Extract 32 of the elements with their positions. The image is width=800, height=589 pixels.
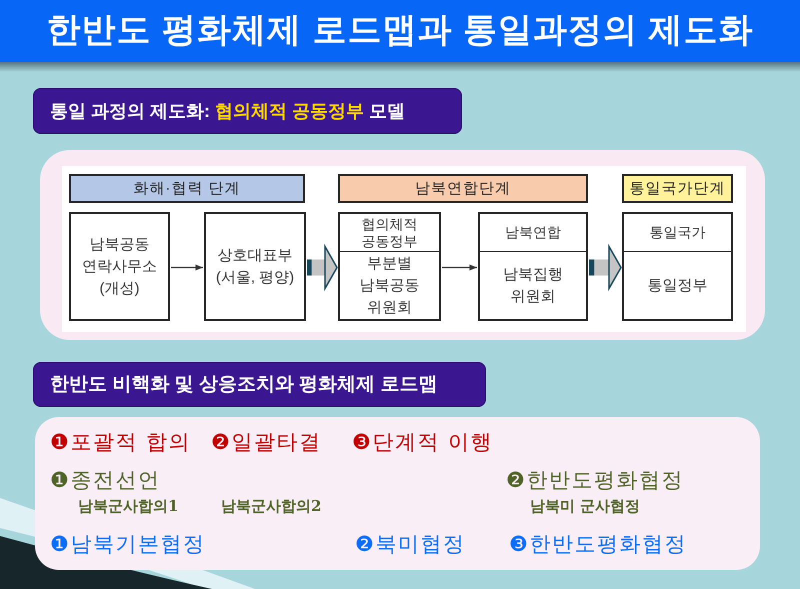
box-heading: 협의체적 공동정부 [360, 214, 418, 250]
numbered-item: ❶종전선언 [50, 467, 160, 493]
sub-item: 남북미 군사협정 [530, 497, 640, 516]
numbered-item: ❸한반도평화협정 [509, 531, 687, 557]
arrow [442, 264, 477, 270]
block-arrow [307, 246, 338, 290]
stage-header: 통일국가단계 [622, 174, 733, 203]
block-arrow [589, 246, 622, 290]
box-text: 부분별 남북공동 위원회 [340, 251, 439, 319]
process-box [478, 212, 588, 321]
sub-item: 남북군사합의1 [78, 497, 178, 516]
process-box [338, 212, 441, 321]
box-heading: 통일국가 [648, 223, 706, 242]
box-text: 남북집행 위원회 [480, 251, 586, 319]
section-banner: 통일 과정의 제도화: 협의체적 공동정부 모델 [33, 88, 462, 134]
box-text: 통일정부 [624, 251, 731, 319]
numbered-item: ❶포괄적 합의 [50, 429, 192, 455]
numbered-item: ❷북미협정 [355, 531, 466, 557]
stage-header: 화해·협력 단계 [69, 174, 305, 203]
process-box: 남북공동 연락사무소 (개성) [69, 212, 170, 321]
process-box [622, 212, 733, 321]
sub-item: 남북군사합의2 [221, 497, 322, 516]
numbered-item: ❶남북기본협정 [50, 531, 206, 557]
numbered-item: ❷일괄타결 [211, 429, 322, 455]
arrow [171, 264, 203, 270]
slide-title: 한반도 평화체제 로드맵과 통일과정의 제도화 [46, 10, 754, 51]
numbered-item: ❷한반도평화협정 [506, 467, 684, 493]
process-box: 상호대표부 (서울, 평양) [204, 212, 306, 321]
box-heading: 남북연합 [504, 223, 562, 242]
numbered-item: ❸단계적 이행 [352, 429, 494, 455]
section-banner: 한반도 비핵화 및 상응조치와 평화체제 로드맵 [33, 362, 486, 407]
stage-header: 남북연합단계 [338, 174, 588, 203]
